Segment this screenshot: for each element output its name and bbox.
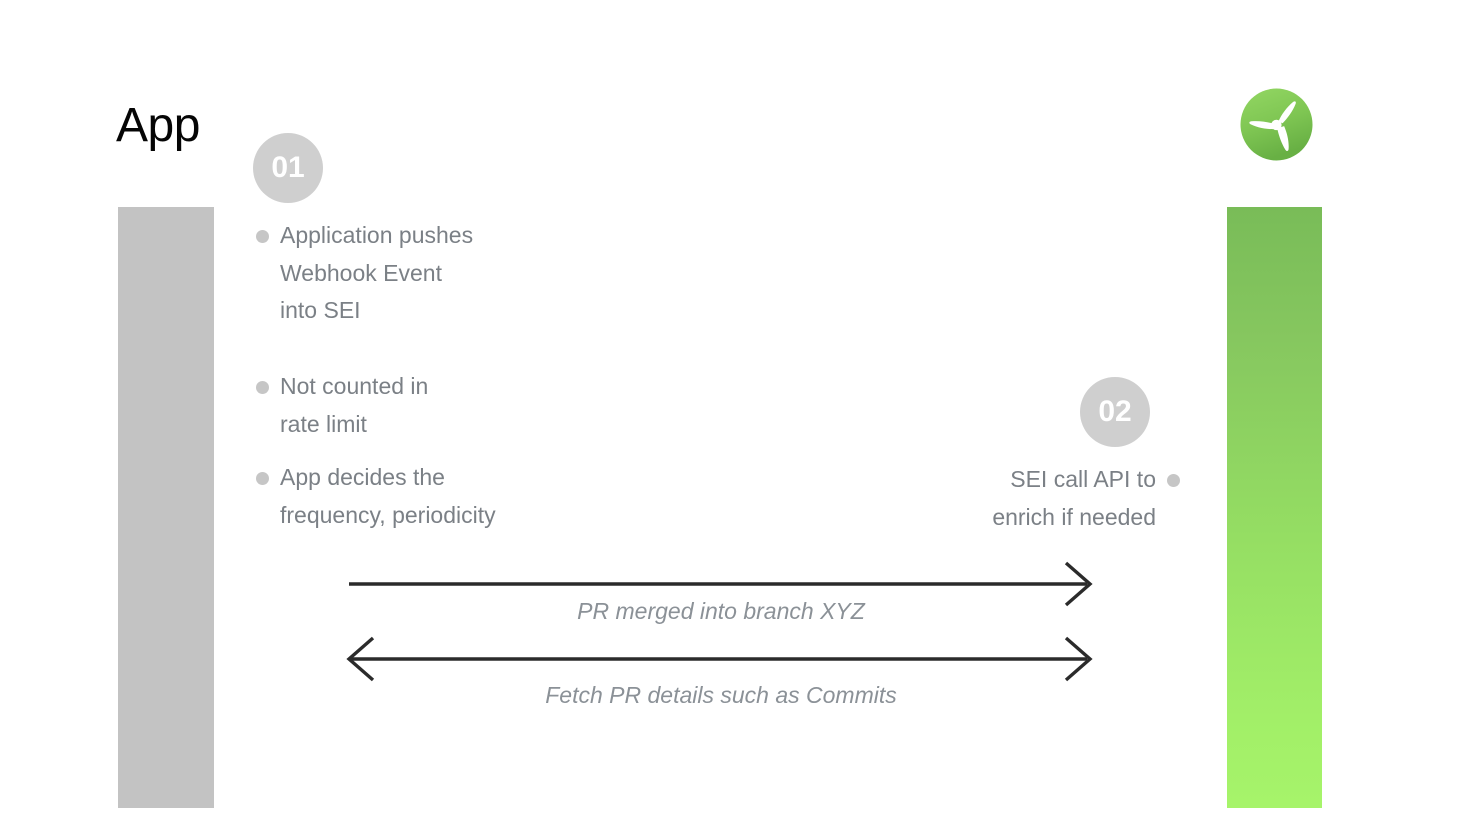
step-badge-02: 02 (1080, 377, 1150, 447)
step-badge-01: 01 (253, 133, 323, 203)
bullet-dot-icon (256, 472, 269, 485)
bullet-dot-icon (256, 381, 269, 394)
pr-merged-arrow-label: PR merged into branch XYZ (577, 598, 865, 624)
bullet-dot-icon (256, 230, 269, 243)
bullet-text: Application pushes Webhook Event into SE… (280, 222, 474, 323)
propeller-logo-icon (1240, 88, 1313, 161)
bullet-item: SEI call API to enrich if needed (840, 461, 1180, 536)
sei-lane-bar (1227, 207, 1322, 808)
app-lane-bar (118, 207, 214, 808)
bullet-item: Application pushes Webhook Event into SE… (256, 217, 473, 330)
bullet-item: Not counted in rate limit (256, 368, 428, 443)
bullet-item: App decides the frequency, periodicity (256, 459, 496, 534)
bullet-text: App decides the frequency, periodicity (280, 464, 496, 528)
page-title: App (116, 99, 200, 152)
bullet-text: SEI call API to enrich if needed (992, 466, 1156, 530)
pr-merged-arrow (340, 560, 1100, 615)
bullet-text: Not counted in rate limit (280, 373, 429, 437)
fetch-pr-details-arrow (340, 632, 1100, 687)
fetch-pr-details-arrow-label: Fetch PR details such as Commits (545, 682, 897, 708)
bullet-dot-icon (1167, 474, 1180, 487)
